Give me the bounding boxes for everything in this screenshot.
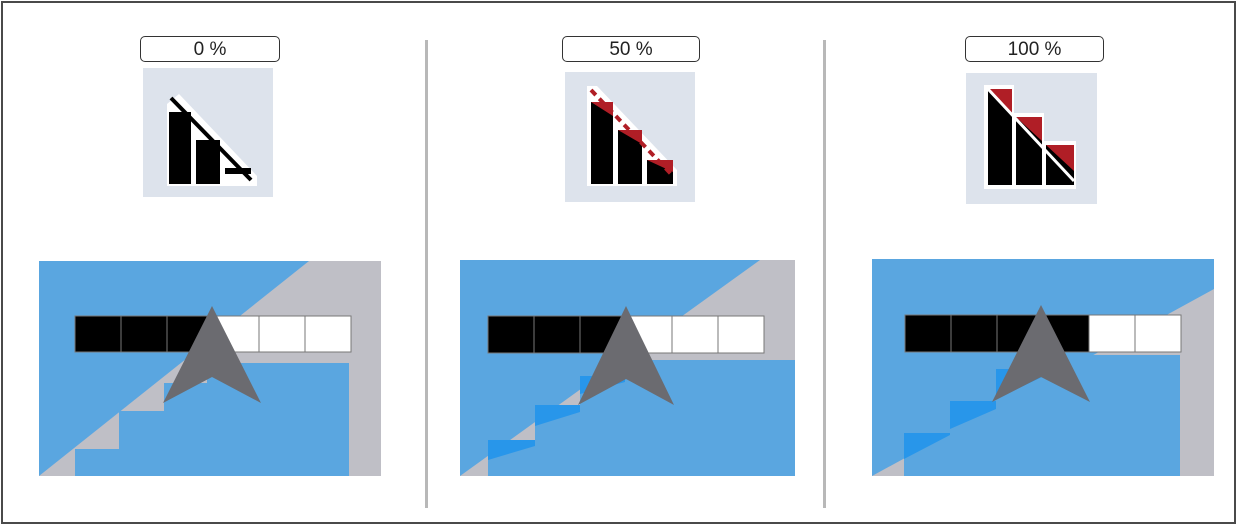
tolerance-label: 0 % — [140, 36, 280, 62]
panel-divider — [425, 40, 428, 508]
tolerance-label: 100 % — [965, 36, 1104, 62]
field-scene-50 — [460, 260, 795, 476]
field-scene-0 — [39, 261, 381, 476]
tolerance-label: 50 % — [562, 36, 700, 62]
overlap-tolerance-100-icon — [966, 73, 1097, 204]
field-scene-100 — [872, 259, 1214, 476]
overlap-tolerance-50-icon — [565, 72, 695, 202]
overlap-tolerance-0-icon — [143, 68, 273, 197]
panel-divider — [823, 40, 826, 508]
